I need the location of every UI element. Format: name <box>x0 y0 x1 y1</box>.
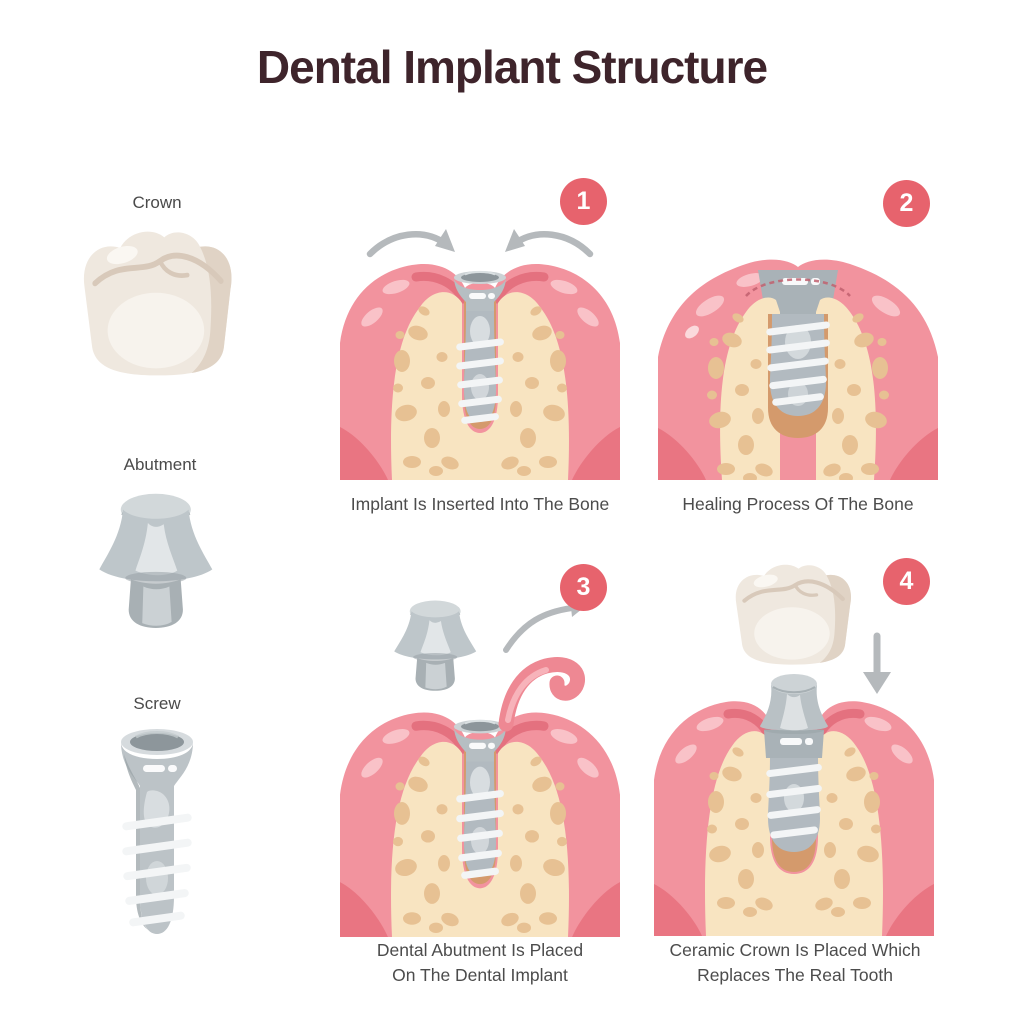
step3-badge: 3 <box>560 564 607 611</box>
step1-number: 1 <box>576 187 591 215</box>
step2-illustration <box>658 259 938 480</box>
step3-number: 3 <box>576 573 591 601</box>
suture-line <box>745 278 851 297</box>
step2-number: 2 <box>899 189 914 217</box>
mounted-implant-assembly <box>760 674 828 852</box>
page-title: Dental Implant Structure <box>256 41 768 93</box>
step4-illustration <box>654 558 934 936</box>
step4-number: 4 <box>899 567 914 595</box>
crown-label: Crown <box>132 193 182 212</box>
step2-badge: 2 <box>883 180 930 227</box>
step4-caption: Ceramic Crown Is Placed Which Replaces T… <box>669 940 921 985</box>
insertion-arrows-icon <box>366 229 594 258</box>
gum-flap-icon <box>498 657 585 732</box>
step3-illustration <box>340 598 620 937</box>
floating-abutment <box>393 599 478 692</box>
floating-crown <box>736 565 851 665</box>
tooth-crown-illustration <box>74 222 242 376</box>
step2-caption: Healing Process Of The Bone <box>682 494 914 514</box>
screw-label: Screw <box>133 694 181 713</box>
screw-illustration <box>119 727 195 936</box>
abutment-illustration <box>97 492 214 630</box>
step1-badge: 1 <box>560 178 607 225</box>
abutment-label: Abutment <box>123 455 197 474</box>
step3-caption: Dental Abutment Is Placed On The Dental … <box>376 940 584 985</box>
step1-caption: Implant Is Inserted Into The Bone <box>350 494 610 514</box>
step1-illustration <box>340 229 620 480</box>
step4-badge: 4 <box>883 558 930 605</box>
down-arrow-icon <box>863 632 891 694</box>
